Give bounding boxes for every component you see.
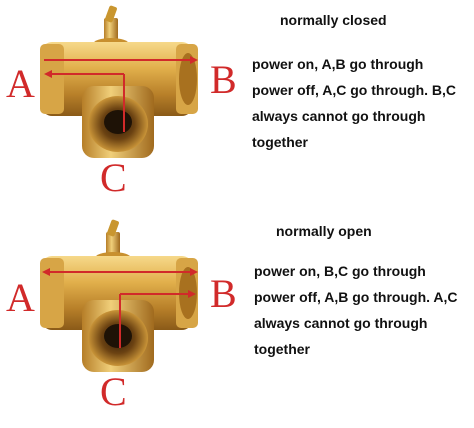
port-c-inner — [104, 324, 132, 348]
port-label-b: B — [210, 57, 237, 102]
description-line: power off, A,B go through. A,C — [254, 289, 458, 305]
description-line: power on, A,B go through — [252, 56, 424, 72]
port-b-bore — [179, 53, 197, 105]
panel-description: power on, A,B go through power off, A,C … — [252, 51, 456, 155]
valve-photo — [40, 219, 198, 372]
description-line: together — [252, 134, 308, 150]
port-label-c: C — [100, 155, 127, 200]
port-label-c: C — [100, 369, 127, 414]
port-c-inner — [104, 110, 132, 134]
valve-stem-top — [107, 219, 119, 237]
valve-figure: A B C — [0, 0, 250, 214]
description-line: always cannot go through — [254, 315, 428, 331]
arrowhead-b — [190, 268, 198, 276]
panel-heading: normally open — [276, 223, 372, 239]
panel-normally-open: A B C normally open power on, B,C go thr… — [0, 214, 474, 428]
port-label-a: A — [6, 61, 35, 106]
description-line: together — [254, 341, 310, 357]
arrowhead-b — [190, 56, 198, 64]
panel-heading: normally closed — [280, 12, 387, 28]
description-line: power on, B,C go through — [254, 263, 426, 279]
valve-stem — [106, 232, 120, 258]
panel-description: power on, B,C go through power off, A,B … — [254, 258, 458, 362]
arrowhead-a — [42, 268, 50, 276]
valve-figure: A B C — [0, 214, 250, 428]
port-label-a: A — [6, 275, 35, 320]
arrowhead-b-side — [188, 290, 196, 298]
valve-body-horizontal — [42, 256, 192, 330]
description-line: power off, A,C go through. B,C — [252, 82, 457, 98]
port-label-b: B — [210, 271, 237, 316]
description-line: always cannot go through — [252, 108, 426, 124]
port-a-flange — [40, 258, 64, 328]
panel-normally-closed: A B C normally closed power on, A,B go t… — [0, 0, 456, 214]
valve-stem — [104, 18, 118, 44]
valve-stem-top — [105, 5, 117, 23]
valve-photo — [40, 5, 198, 158]
port-a-flange — [40, 44, 64, 114]
arrowhead-a — [44, 70, 52, 78]
